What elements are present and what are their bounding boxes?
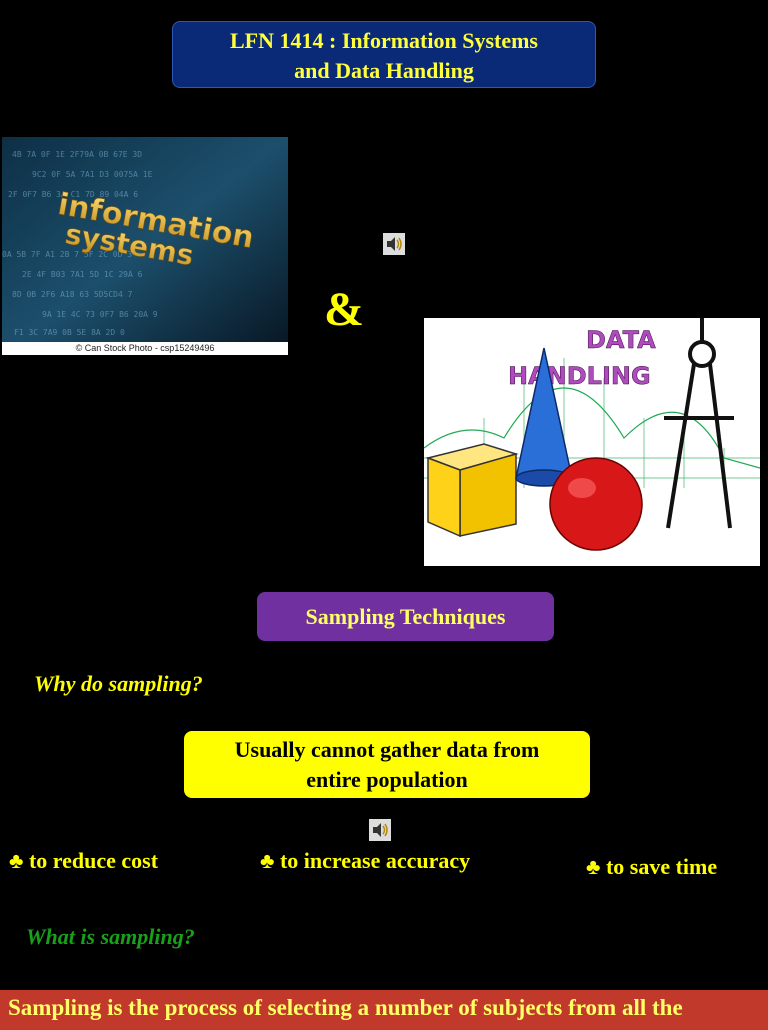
course-title-line2: and Data Handling (294, 58, 474, 83)
svg-text:4B 7A 0F 1E 2F79A 0B 67E 3D: 4B 7A 0F 1E 2F79A 0B 67E 3D (12, 150, 142, 159)
svg-text:F1 3C 7A9 0B 5E 8A 2D 0: F1 3C 7A9 0B 5E 8A 2D 0 (14, 328, 125, 337)
handling-word: HANDLING (508, 362, 651, 390)
svg-text:2F 0F7 B6 3A C1 7D 89 04A 6: 2F 0F7 B6 3A C1 7D 89 04A 6 (8, 190, 138, 199)
svg-text:9A 1E 4C 73 0F7 B6 20A 9: 9A 1E 4C 73 0F7 B6 20A 9 (42, 310, 158, 319)
data-word: DATA (586, 326, 656, 354)
bullet-increase-accuracy: ♣ to increase accuracy (260, 848, 471, 873)
svg-text:2E 4F B03 7A1 5D 1C 29A 6: 2E 4F B03 7A1 5D 1C 29A 6 (22, 270, 143, 279)
data-handling-illustration: DATA HANDLING (424, 318, 760, 551)
speaker-icon[interactable] (383, 233, 405, 255)
answer-line1: Usually cannot gather data from (234, 737, 540, 762)
stock-photo-caption: © Can Stock Photo - csp15249496 (2, 342, 288, 355)
information-systems-image: 4B 7A 0F 1E 2F79A 0B 67E 3D 9C2 0F 5A 7A… (2, 137, 288, 355)
bullet-reduce-cost: ♣ to reduce cost (9, 848, 159, 873)
bullet-save-time: ♣ to save time (586, 854, 718, 879)
section-heading: Sampling Techniques (257, 592, 554, 641)
course-title-line1: LFN 1414 : Information Systems (230, 28, 538, 53)
svg-text:9C2 0F 5A 7A1 D3 0075A 1E: 9C2 0F 5A 7A1 D3 0075A 1E (32, 170, 153, 179)
svg-text:0A 5B 7F A1 2B 7 5F 2C 0D 3: 0A 5B 7F A1 2B 7 5F 2C 0D 3 (2, 250, 132, 259)
why-sampling-question: Why do sampling? (34, 671, 203, 696)
course-title-box: LFN 1414 : Information Systems and Data … (172, 21, 596, 88)
sampling-definition: Sampling is the process of selecting a n… (0, 990, 768, 1030)
what-is-sampling-question: What is sampling? (26, 924, 195, 949)
ampersand-symbol: & (324, 283, 364, 336)
answer-box: Usually cannot gather data from entire p… (184, 731, 590, 798)
answer-line2: entire population (306, 767, 468, 792)
svg-text:8D 0B 2F6 A18 63 5D5CD4 7: 8D 0B 2F6 A18 63 5D5CD4 7 (12, 290, 133, 299)
information-systems-illustration: 4B 7A 0F 1E 2F79A 0B 67E 3D 9C2 0F 5A 7A… (2, 137, 288, 355)
data-handling-image: DATA HANDLING (424, 318, 760, 566)
speaker-icon[interactable] (369, 819, 391, 841)
